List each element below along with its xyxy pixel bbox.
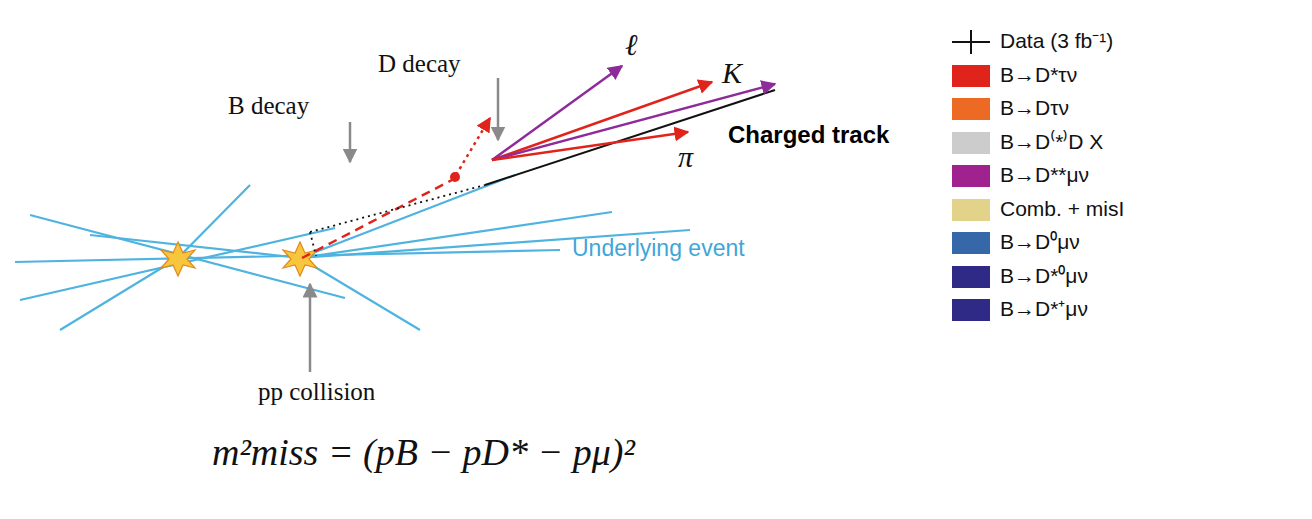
legend-swatch xyxy=(952,98,990,120)
region-label: Underlying event xyxy=(572,236,745,261)
track-line xyxy=(60,258,178,330)
track-line xyxy=(178,185,250,258)
legend-swatch xyxy=(952,199,990,221)
collision-star xyxy=(283,242,317,276)
legend-swatch xyxy=(952,232,990,254)
impact-parameter xyxy=(310,232,316,256)
legend-label: Comb. + misI xyxy=(1000,197,1124,220)
legend-label: B→D*⁰μν xyxy=(1000,264,1088,287)
data-marker-bar xyxy=(970,30,972,54)
pointer-label: pp collision xyxy=(258,378,375,406)
particle-label: K xyxy=(722,56,742,89)
legend-label: B→D⁰μν xyxy=(1000,230,1080,253)
legend-label: B→D⁽*⁾D X xyxy=(1000,130,1103,153)
legend-swatch xyxy=(952,299,990,321)
legend-label: Data (3 fb⁻¹) xyxy=(1000,29,1113,52)
pointer-label: B decay xyxy=(228,92,309,120)
b-decay-vertex xyxy=(450,172,460,182)
legend-swatch xyxy=(952,132,990,154)
lepton-arrow xyxy=(492,66,622,160)
legend-swatch xyxy=(952,266,990,288)
pion-arrow xyxy=(492,132,688,160)
pointer-arrow xyxy=(497,78,500,140)
legend-swatch xyxy=(952,165,990,187)
pointer-arrow xyxy=(349,122,352,162)
track-label: Charged track xyxy=(728,122,889,148)
formula: m²miss = (pB − pD* − pμ)² xyxy=(212,432,635,474)
legend-swatch xyxy=(952,65,990,87)
track-line xyxy=(30,215,345,298)
pointer-label: D decay xyxy=(378,50,461,78)
d-flight-path xyxy=(456,118,490,175)
legend-label: B→D*⁺μν xyxy=(1000,297,1088,320)
data-marker xyxy=(952,30,990,54)
b-flight-path xyxy=(302,180,452,258)
legend-label: B→D*τν xyxy=(1000,63,1077,86)
track-line xyxy=(90,235,300,258)
track-line xyxy=(20,228,335,300)
track-extrapolation xyxy=(310,185,485,232)
particle-label: π xyxy=(678,140,693,173)
legend-label: B→Dτν xyxy=(1000,96,1069,119)
pointer-arrow xyxy=(309,284,312,372)
collision-star xyxy=(161,242,195,276)
particle-label: ℓ xyxy=(625,28,638,61)
legend-label: B→D**μν xyxy=(1000,163,1089,186)
